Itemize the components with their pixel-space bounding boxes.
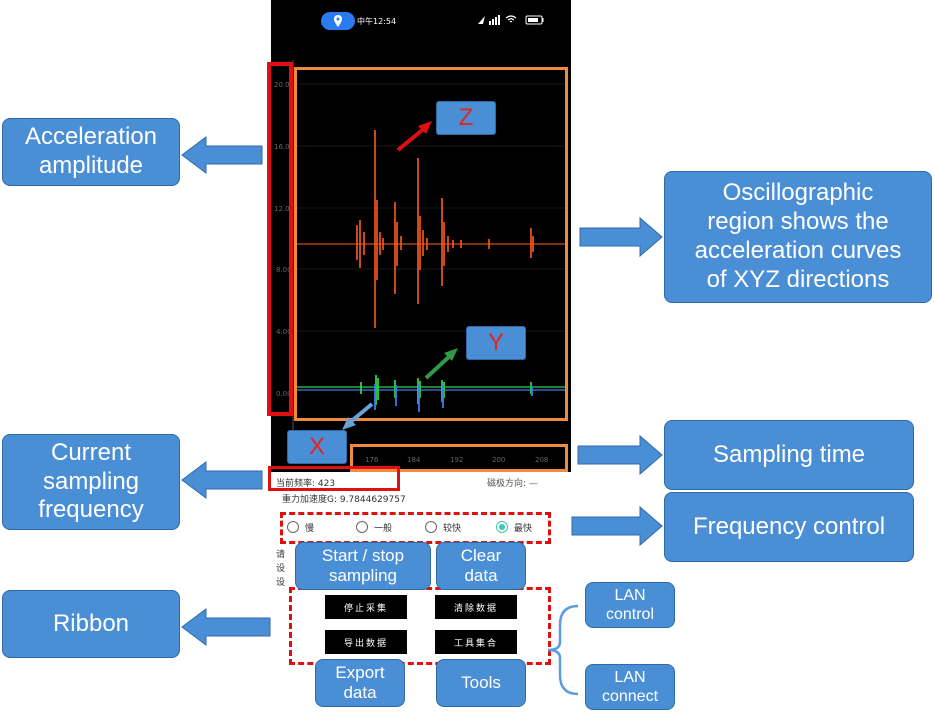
x-tick: 208 — [535, 456, 549, 464]
oscillographic-callout: Oscillographic region shows the accelera… — [664, 171, 932, 303]
radio-normal[interactable] — [356, 521, 368, 533]
status-icons — [476, 14, 546, 29]
ribbon-callout: Ribbon — [2, 590, 180, 658]
radio-label: 较快 — [443, 524, 462, 534]
export-data-callout: Export data — [315, 659, 405, 707]
lan-connect-callout: LAN connect — [585, 664, 675, 710]
export-data-button[interactable]: 导出数据 — [325, 630, 407, 654]
radio-fast[interactable] — [425, 521, 437, 533]
y-tick: 16.00 — [274, 143, 295, 151]
location-pill — [321, 12, 355, 30]
toolset-button[interactable]: 工具集合 — [435, 630, 517, 654]
x-tick: 176 — [365, 456, 379, 464]
y-tick: 4.00 — [276, 328, 292, 336]
status-bar: 中午12:54 — [271, 8, 571, 34]
hint-text: 设 — [276, 564, 286, 574]
clear-data-button[interactable]: 清除数据 — [435, 595, 517, 619]
z-axis-tag: Z — [436, 101, 496, 135]
acceleration-amplitude-callout: Acceleration amplitude — [2, 118, 180, 186]
radio-fastest[interactable] — [496, 521, 508, 533]
clear-data-callout: Clear data — [436, 542, 526, 590]
y-axis-tag: Y — [466, 326, 526, 360]
z-curve — [356, 130, 534, 328]
x-tick: 184 — [407, 456, 421, 464]
y-tick: 20.0 — [274, 81, 290, 89]
x-curve — [374, 384, 533, 412]
y-curve — [360, 375, 532, 405]
y-tick: 0.00 — [276, 390, 292, 398]
y-tick: 8.00 — [276, 266, 292, 274]
status-time: 中午12:54 — [357, 17, 397, 26]
sampling-time-callout: Sampling time — [664, 420, 914, 490]
stop-sampling-button[interactable]: 停止采集 — [325, 595, 407, 619]
radio-label: 一般 — [374, 524, 393, 534]
x-axis-tag: X — [287, 430, 347, 464]
lan-control-callout: LAN control — [585, 582, 675, 628]
hint-text: 请 — [276, 550, 286, 560]
magnetic-direction-text: 磁极方向: — — [487, 479, 538, 489]
signal-wifi-icon — [478, 15, 544, 25]
amplitude-highlight — [267, 62, 293, 416]
tools-callout: Tools — [436, 659, 526, 707]
current-frequency-callout: Current sampling frequency — [2, 434, 180, 530]
frequency-control-callout: Frequency control — [664, 492, 914, 562]
y-tick: 12.00 — [274, 205, 295, 213]
start-stop-callout: Start / stop sampling — [295, 542, 431, 590]
x-tick: 192 — [450, 456, 464, 464]
hint-text: 设 — [276, 578, 286, 588]
gravity-text: 重力加速度G: 9.7844629757 — [282, 495, 406, 505]
oscillograph-highlight — [294, 67, 568, 421]
radio-label: 最快 — [514, 524, 533, 534]
frequency-text-highlight — [268, 466, 400, 491]
radio-label: 慢 — [305, 524, 315, 534]
current-frequency-text: 当前频率: 423 — [276, 479, 336, 489]
oscillograph — [292, 60, 566, 460]
location-icon — [334, 15, 342, 27]
phone-screen — [271, 0, 571, 472]
x-tick: 200 — [492, 456, 506, 464]
radio-slow[interactable] — [287, 521, 299, 533]
sampling-time-highlight — [350, 444, 568, 472]
